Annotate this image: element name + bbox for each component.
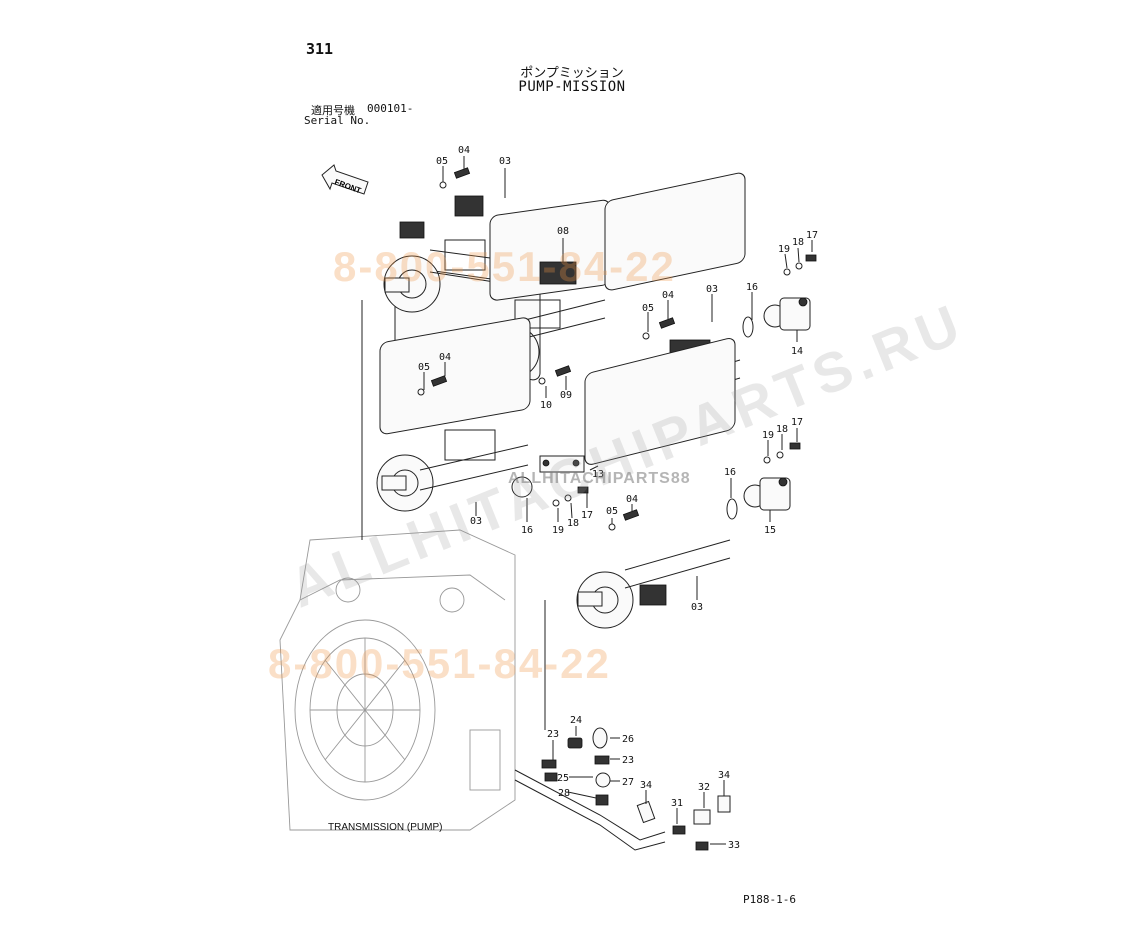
callout-10: 10 [540,400,552,411]
callout-04: 04 [439,352,451,363]
callout-19: 19 [762,430,774,441]
serial-label-japanese: 適用号機 [311,104,355,117]
callout-34: 34 [640,780,652,791]
callout-03: 03 [706,284,718,295]
callout-leader-lines [423,156,813,845]
callout-18: 18 [776,424,788,435]
callout-32: 32 [698,782,710,793]
adapter-13 [539,455,585,473]
callout-05: 05 [606,506,618,517]
callout-04: 04 [458,145,470,156]
callout-23: 23 [547,729,559,740]
callout-13: 13 [592,469,604,480]
page-number: 311 [306,40,334,58]
callout-34: 34 [718,770,730,781]
callout-03: 03 [470,516,482,527]
callout-17: 17 [791,417,803,428]
hydraulic-lines [361,300,666,851]
callout-05: 05 [642,303,654,314]
callout-31: 31 [671,798,683,809]
callout-17: 17 [581,510,593,521]
serial-label-english: Serial No. [304,114,371,127]
callout-09: 09 [560,390,572,401]
callout-17: 17 [806,230,818,241]
callout-16: 16 [724,467,736,478]
callout-18: 18 [792,237,804,248]
callout-33: 33 [728,840,740,851]
callout-14: 14 [791,346,803,357]
callout-26: 26 [622,734,634,745]
callout-28: 28 [558,788,570,799]
title-japanese: ポンプミッション [520,66,624,81]
callout-18: 18 [567,518,579,529]
callout-16: 16 [521,525,533,536]
callout-04: 04 [626,494,638,505]
front-arrow-icon: FRONT [321,164,369,195]
title-english: PUMP-MISSION [518,79,626,95]
callout-labels: 04 05 03 08 05 04 03 16 19 18 17 14 05 0… [418,145,818,851]
callout-19: 19 [778,244,790,255]
gear-pump-14 [742,297,811,338]
callout-27: 27 [622,777,634,788]
callout-16: 16 [746,282,758,293]
fittings-group [541,727,731,851]
callout-19: 19 [552,525,564,536]
callout-23: 23 [622,755,634,766]
callout-05: 05 [418,362,430,373]
callout-08: 08 [557,226,569,237]
pump-assembly-lower-right [576,337,736,629]
serial-value: 000101- [367,102,414,115]
callout-04: 04 [662,290,674,301]
gear-pump-15 [726,477,791,520]
drawing-number: P188-1-6 [743,893,796,906]
transmission-housing [279,529,516,831]
callout-05: 05 [436,156,448,167]
callout-03: 03 [499,156,511,167]
o-ring-16 [511,476,533,498]
transmission-label: TRANSMISSION (PUMP) [328,822,443,833]
callout-15: 15 [764,525,776,536]
pump-assembly-mid-left [376,317,531,512]
callout-24: 24 [570,715,582,726]
callout-03: 03 [691,602,703,613]
callout-25: 25 [557,773,569,784]
bolts-and-washers [417,167,817,531]
